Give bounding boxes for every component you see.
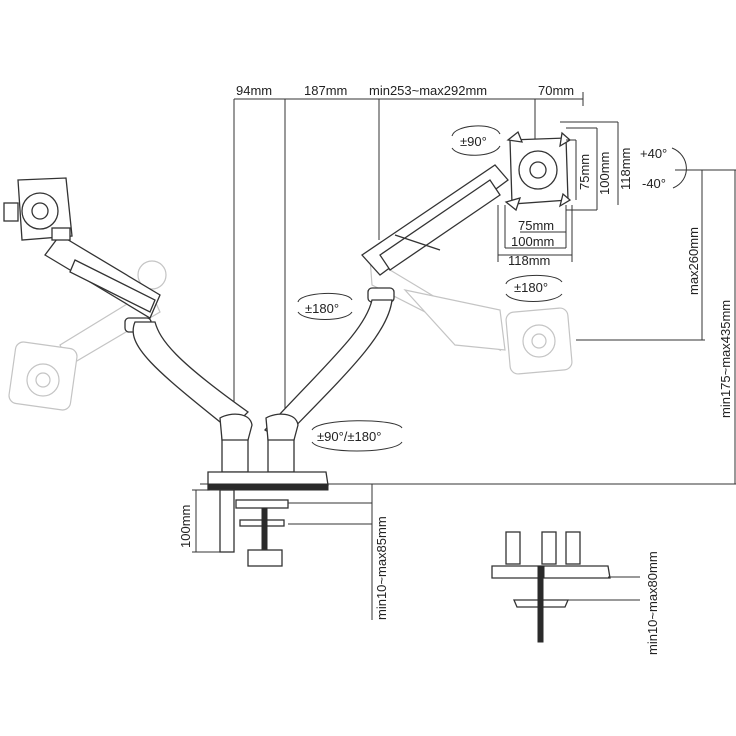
dim-reach-range: min253~max292mm (369, 83, 487, 98)
ghost-left-arm (8, 260, 167, 411)
clamp-100mm: 100mm (178, 505, 193, 548)
swivel-base-badge: ±90°/±180° (311, 420, 403, 452)
right-vesa-plate (504, 130, 572, 212)
clamp-range: min10~max85mm (374, 516, 389, 620)
svg-text:±90°/±180°: ±90°/±180° (317, 429, 381, 444)
dim-70mm: 70mm (538, 83, 574, 98)
grommet-mount-detail (491, 531, 611, 643)
ghost-right-arm (369, 256, 573, 375)
top-dimension-lines (233, 92, 584, 420)
vesa-v100: 100mm (597, 152, 612, 195)
dim-187mm: 187mm (304, 83, 347, 98)
vesa-h100: 100mm (511, 234, 554, 249)
svg-text:±90°: ±90° (460, 134, 487, 149)
vesa-dimension-lines (497, 121, 619, 262)
rotation-90-badge: ±90° (451, 125, 501, 156)
grommet-dimension-lines (568, 576, 640, 601)
swivel-180-right-badge: ±180° (505, 274, 563, 302)
left-vesa-plate (3, 177, 73, 241)
vesa-h75: 75mm (518, 218, 554, 233)
vesa-v75: 75mm (577, 154, 592, 190)
dim-94mm: 94mm (236, 83, 272, 98)
svg-text:±180°: ±180° (305, 301, 339, 316)
desk-clamp-base (207, 471, 329, 567)
grommet-range: min10~max80mm (645, 551, 660, 655)
central-pole (219, 413, 299, 473)
right-arm (263, 164, 509, 441)
dim-max260mm: max260mm (686, 227, 701, 295)
dim-height-range: min175~max435mm (718, 300, 733, 418)
tilt-up-label: +40° (640, 146, 667, 161)
svg-text:±180°: ±180° (514, 280, 548, 295)
vesa-v118: 118mm (618, 148, 633, 190)
tilt-arrow-icon (671, 147, 687, 189)
tilt-down-label: -40° (642, 176, 666, 191)
swivel-180-left-badge: ±180° (297, 292, 353, 320)
left-arm (44, 234, 250, 431)
vesa-h118: 118mm (508, 253, 550, 268)
clamp-dimension-lines (192, 484, 373, 620)
